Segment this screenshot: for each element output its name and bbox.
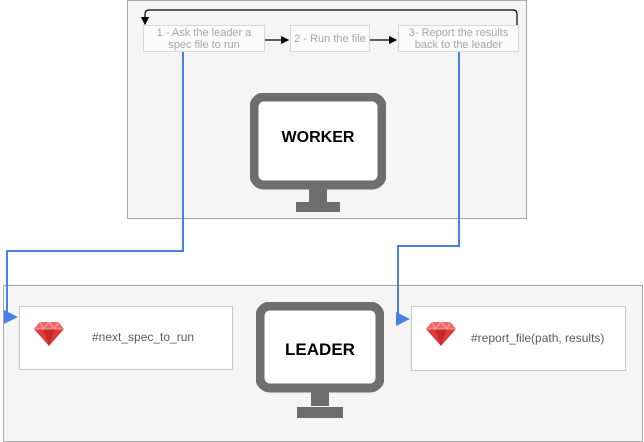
connector-next-spec — [4, 52, 184, 324]
monitor-icon — [256, 302, 384, 418]
leader-label: LEADER — [285, 340, 355, 359]
monitor-icon — [250, 93, 386, 212]
step-ask-leader: 1 - Ask the leader a spec file to run — [143, 25, 265, 52]
connector-report-file — [396, 52, 460, 326]
ruby-gem-icon — [426, 322, 456, 346]
ruby-gem-icon — [34, 322, 64, 346]
step-run-file: 2 - Run the file — [290, 25, 370, 52]
method-label-report-file: #report_file(path, results) — [471, 331, 605, 345]
step-report-results: 3- Report the results back to the leader — [398, 25, 519, 52]
method-label-next-spec: #next_spec_to_run — [92, 330, 195, 344]
loop-arrow — [140, 9, 518, 26]
worker-label: WORKER — [281, 129, 355, 146]
